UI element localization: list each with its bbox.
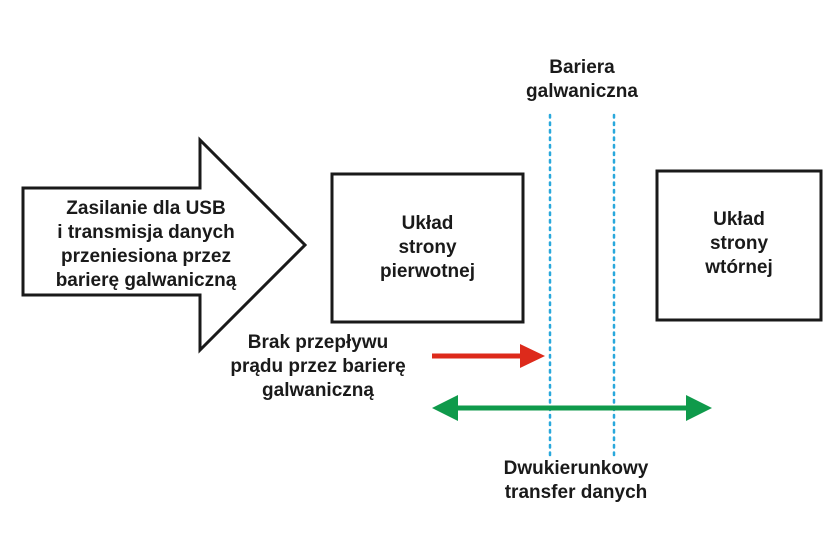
bidirectional-label: Dwukierunkowy transfer danych: [476, 457, 676, 505]
big-arrow-line-3: przeniesiona przez: [61, 246, 231, 267]
bidirectional-line-1: Dwukierunkowy: [503, 458, 649, 479]
bidirectional-line-2: transfer danych: [504, 482, 648, 503]
no-current-arrow-head: [520, 344, 545, 368]
primary-box-line-3: pierwotnej: [379, 261, 475, 282]
big-arrow-line-1: Zasilanie dla USB: [66, 198, 226, 219]
big-arrow-line-4: barierę galwaniczną: [55, 270, 237, 291]
big-arrow-label: Zasilanie dla USB i transmisja danych pr…: [28, 197, 264, 293]
big-arrow-line-2: i transmisja danych: [57, 222, 235, 243]
barrier-line-2: galwaniczna: [526, 81, 638, 102]
large-hollow-arrow: [21, 136, 308, 354]
no-current-label: Brak przepływu prądu przez barierę galwa…: [213, 331, 423, 403]
secondary-box-line-1: Układ: [713, 209, 765, 230]
primary-box-line-1: Układ: [401, 213, 454, 234]
secondary-box-label: Układ strony wtórnej: [657, 208, 821, 280]
secondary-box-line-3: wtórnej: [705, 257, 773, 278]
primary-side-box: [330, 172, 525, 324]
no-current-line-3: galwaniczną: [262, 380, 374, 401]
bidirectional-arrow-head-right: [686, 395, 712, 421]
primary-box-label: Układ strony pierwotnej: [332, 212, 523, 284]
no-current-arrow: [432, 344, 545, 368]
primary-box-line-2: strony: [398, 237, 457, 258]
barrier-line-1: Bariera: [549, 57, 615, 78]
bidirectional-arrow-head-left: [432, 395, 458, 421]
secondary-side-box: [655, 169, 823, 322]
no-current-line-2: prądu przez barierę: [230, 356, 406, 377]
bidirectional-arrow: [432, 395, 712, 421]
no-current-line-1: Brak przepływu: [247, 332, 389, 353]
barrier-label: Bariera galwaniczna: [492, 56, 672, 104]
secondary-box-line-2: strony: [709, 233, 769, 254]
